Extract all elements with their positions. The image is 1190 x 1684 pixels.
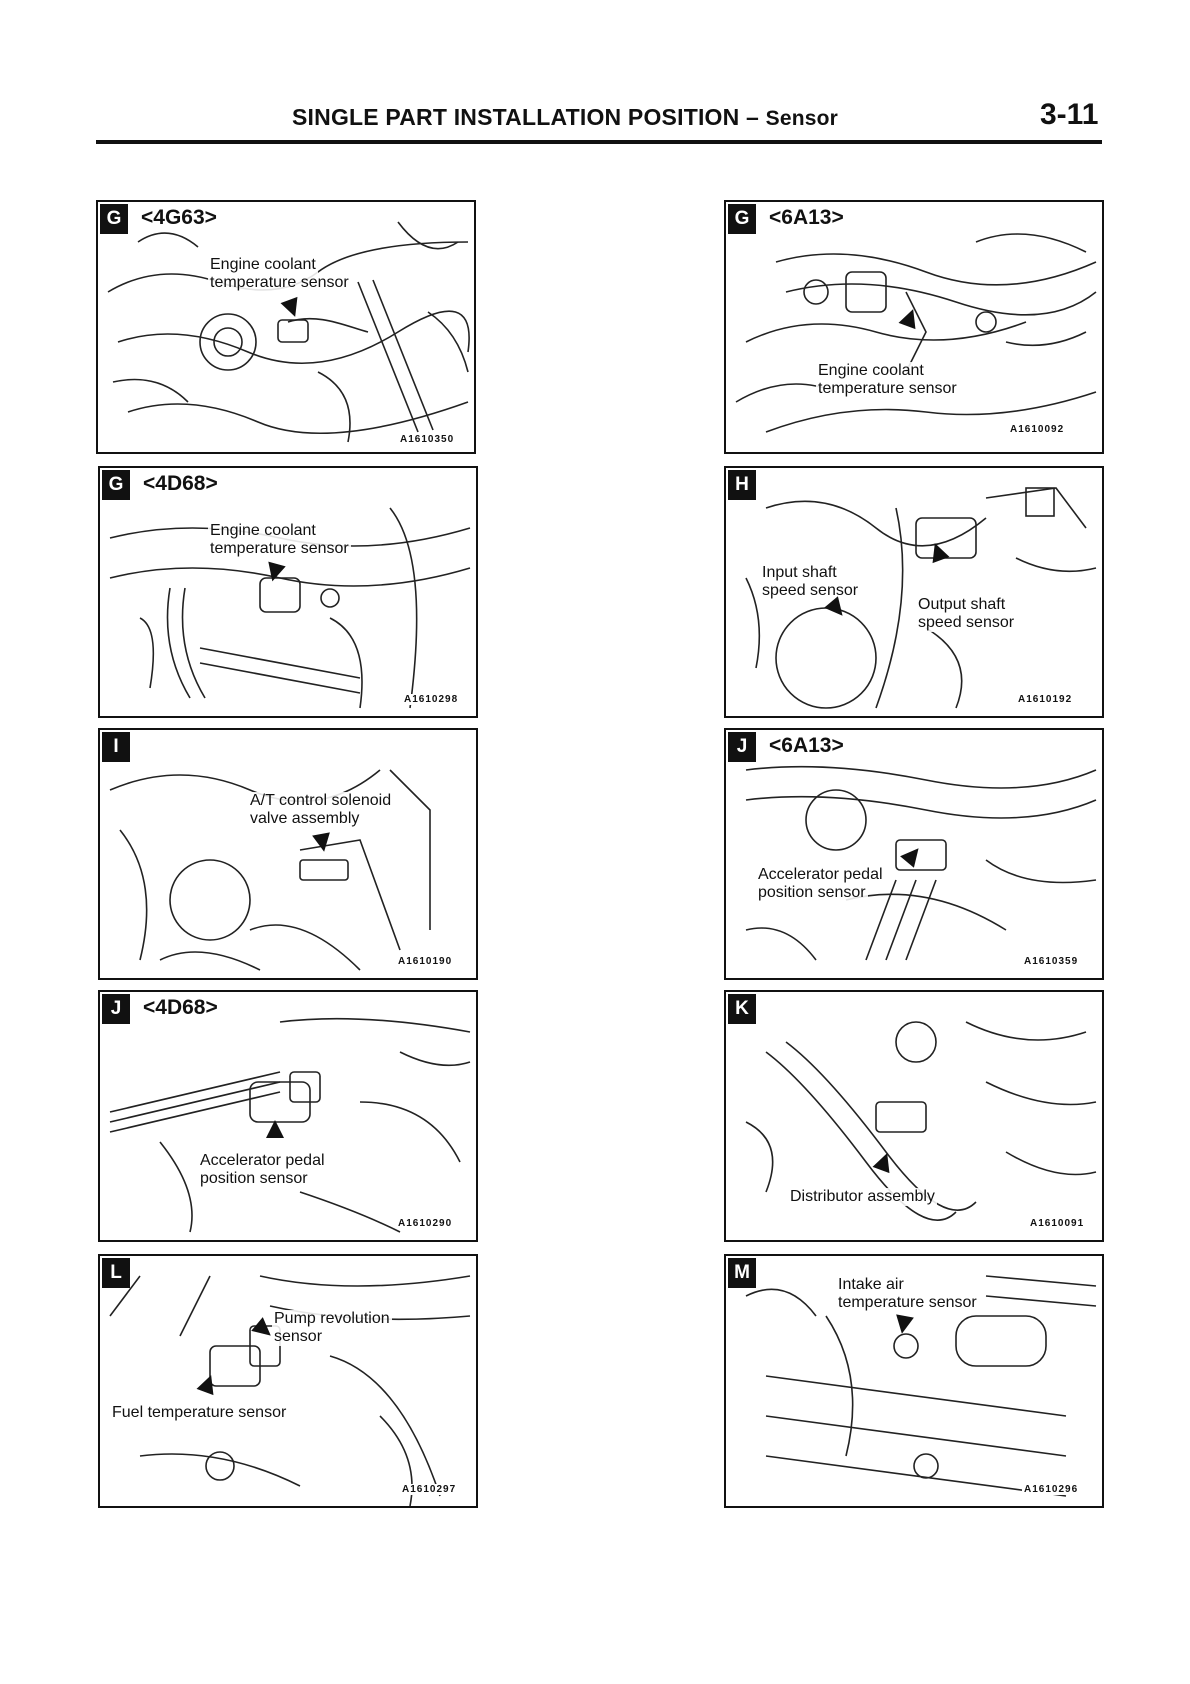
diagram-panel-g-4d68: G <4D68> Engine coolant temperature sens… — [98, 466, 478, 718]
figure-code: A1610092 — [1008, 424, 1067, 435]
panel-letter-badge: L — [102, 1258, 130, 1288]
engine-variant-label: <6A13> — [766, 734, 847, 758]
callout-line-1: Engine coolant — [208, 256, 318, 274]
callout-pump-line-1: Pump revolution — [272, 1310, 392, 1328]
diagram-panel-i: I A/T control solenoid valve assembly A1… — [98, 728, 478, 980]
engine-variant-label: <4G63> — [138, 206, 220, 230]
panel-letter-badge: G — [728, 204, 756, 234]
figure-code: A1610296 — [1022, 1484, 1081, 1495]
diagram-panel-j-4d68: J <4D68> Accelerator pedal position sens… — [98, 990, 478, 1242]
panel-letter-badge: K — [728, 994, 756, 1024]
callout-line-2: temperature sensor — [816, 380, 959, 398]
page-title: SINGLE PART INSTALLATION POSITION – Sens… — [292, 104, 838, 131]
header-divider — [96, 140, 1102, 144]
diagram-panel-m: M Intake air temperature sensor A1610296 — [724, 1254, 1104, 1508]
intake-illustration — [745, 1275, 1097, 1497]
figure-code: A1610290 — [396, 1218, 455, 1229]
callout-line-2: position sensor — [756, 884, 868, 902]
diagram-panel-g-4g63: G <4G63> Engine coolant temperature sens… — [96, 200, 476, 454]
callout-line-2: temperature sensor — [836, 1294, 979, 1312]
callout-line-2: position sensor — [198, 1170, 310, 1188]
panel-letter-badge: J — [102, 994, 130, 1024]
panel-letter-badge: G — [102, 470, 130, 500]
page-number: 3-11 — [1040, 98, 1099, 131]
diagram-panel-l: L Pump revolution sensor Fuel temperatur… — [98, 1254, 478, 1508]
figure-code: A1610298 — [402, 694, 461, 705]
callout-line-1: Intake air — [836, 1276, 906, 1294]
callout-line-1: Engine coolant — [208, 522, 318, 540]
figure-code: A1610091 — [1028, 1218, 1087, 1229]
callout-line-2: temperature sensor — [208, 540, 351, 558]
figure-code: A1610190 — [396, 956, 455, 967]
callout-input-line-1: Input shaft — [760, 564, 839, 582]
engine-illustration — [745, 1021, 1097, 1221]
engine-illustration — [107, 221, 470, 443]
figure-code: A1610192 — [1016, 694, 1075, 705]
engine-illustration — [109, 507, 471, 709]
title-subtitle: Sensor — [765, 107, 839, 130]
callout-line-1: A/T control solenoid — [248, 792, 394, 810]
callout-output-line-2: speed sensor — [916, 614, 1017, 632]
engine-illustration — [109, 1017, 471, 1233]
callout-line-2: valve assembly — [248, 810, 362, 828]
pointer-arrow-icon — [312, 832, 333, 854]
callout-input-line-2: speed sensor — [760, 582, 861, 600]
callout-output-line-1: Output shaft — [916, 596, 1008, 614]
panel-letter-badge: H — [728, 470, 756, 500]
pointer-arrow-icon — [893, 1314, 914, 1336]
panel-letter-badge: J — [728, 732, 756, 762]
panel-letter-badge: I — [102, 732, 130, 762]
callout-pump-line-2: sensor — [272, 1328, 325, 1346]
diagram-panel-h: H Input shaft speed sensor Output shaft … — [724, 466, 1104, 718]
engine-variant-label: <6A13> — [766, 206, 847, 230]
diagram-panel-j-6a13: J <6A13> Accelerator pedal position sens… — [724, 728, 1104, 980]
pump-illustration — [109, 1275, 471, 1506]
callout-line-1: Engine coolant — [816, 362, 926, 380]
callout-line-1: Accelerator pedal — [198, 1152, 327, 1170]
panel-letter-badge: G — [100, 204, 128, 234]
diagram-panel-g-6a13: G <6A13> Engine coolant temperature sens… — [724, 200, 1104, 454]
engine-illustration — [735, 233, 1097, 433]
callout-fuel-temp: Fuel temperature sensor — [110, 1404, 289, 1422]
title-separator: – — [746, 104, 760, 130]
callout-line-1: Distributor assembly — [788, 1188, 937, 1206]
engine-variant-label: <4D68> — [140, 472, 221, 496]
diagram-panel-k: K Distributor assembly A1610091 — [724, 990, 1104, 1242]
engine-illustration — [109, 769, 431, 971]
engine-variant-label: <4D68> — [140, 996, 221, 1020]
title-text: SINGLE PART INSTALLATION POSITION — [292, 104, 740, 130]
panel-letter-badge: M — [728, 1258, 756, 1288]
callout-line-2: temperature sensor — [208, 274, 351, 292]
transmission-illustration — [745, 487, 1097, 709]
figure-code: A1610297 — [400, 1484, 459, 1495]
pointer-arrow-icon — [266, 1120, 284, 1138]
figure-code: A1610359 — [1022, 956, 1081, 967]
figure-code: A1610350 — [398, 434, 457, 445]
callout-line-1: Accelerator pedal — [756, 866, 885, 884]
